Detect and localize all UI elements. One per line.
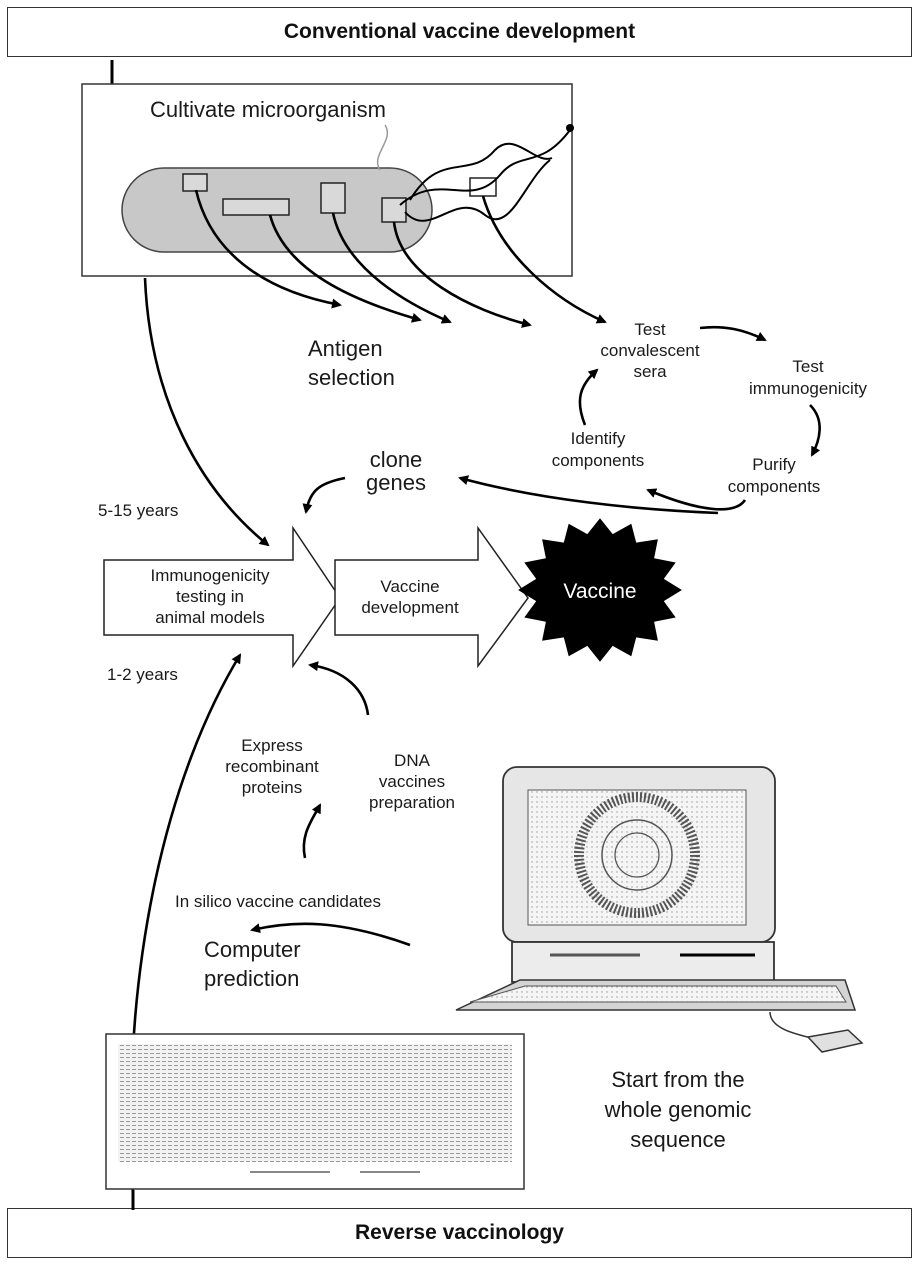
step-immunogenicity-arrow xyxy=(103,525,341,669)
antigen-arrows xyxy=(194,189,607,328)
evaluation-cycle: Test convalescent sera Test immunogenici… xyxy=(458,320,868,515)
genome-start-1: Start from the xyxy=(611,1067,744,1092)
pipeline: Immunogenicity testing in animal models … xyxy=(103,518,682,669)
duration-reverse: 1-2 years xyxy=(107,665,178,684)
vaccine-label: Vaccine xyxy=(563,580,636,603)
identify-1: Identify xyxy=(571,429,626,448)
step1-line1: Immunogenicity xyxy=(150,566,270,585)
computer-icon xyxy=(455,766,864,1053)
reverse-banner: Reverse vaccinology xyxy=(7,1208,912,1258)
step1-line2: testing in xyxy=(176,587,244,606)
purify-1: Purify xyxy=(752,455,796,474)
conventional-banner: Conventional vaccine development xyxy=(7,7,912,57)
clone-line2: genes xyxy=(366,470,426,495)
express-2: recombinant xyxy=(225,757,319,776)
cultivate-panel: Cultivate microorganism xyxy=(81,83,574,277)
test-sera-2: convalescent xyxy=(600,341,700,360)
test-sera-3: sera xyxy=(633,362,667,381)
antigen-line2: selection xyxy=(308,365,395,390)
test-immuno-2: immunogenicity xyxy=(749,379,868,398)
step2-line2: development xyxy=(361,598,459,617)
step2-line1: Vaccine xyxy=(380,577,439,596)
in-silico-label: In silico vaccine candidates xyxy=(175,892,381,911)
genome-sequence-printout xyxy=(105,1033,525,1190)
express-3: proteins xyxy=(242,778,302,797)
antigen-line1: Antigen xyxy=(308,336,383,361)
genome-start-3: sequence xyxy=(630,1127,725,1152)
step-development-arrow xyxy=(334,525,529,669)
prediction-1: Computer xyxy=(204,937,301,962)
step1-line3: animal models xyxy=(155,608,265,627)
reverse-title: Reverse vaccinology xyxy=(355,1221,564,1244)
purify-2: components xyxy=(728,477,821,496)
dna-2: vaccines xyxy=(379,772,445,791)
dna-3: preparation xyxy=(369,793,455,812)
conventional-title: Conventional vaccine development xyxy=(283,20,636,43)
genome-start-2: whole genomic xyxy=(604,1097,752,1122)
prediction-2: prediction xyxy=(204,966,299,991)
cultivate-label: Cultivate microorganism xyxy=(150,97,386,122)
test-sera-1: Test xyxy=(634,320,665,339)
test-immuno-1: Test xyxy=(792,357,823,376)
vaccine-starburst xyxy=(518,518,682,662)
dna-1: DNA xyxy=(394,751,431,770)
bacterium-icon xyxy=(121,124,574,253)
express-1: Express xyxy=(241,736,302,755)
clone-line1: clone xyxy=(370,447,423,472)
identify-2: components xyxy=(552,451,645,470)
duration-conventional: 5-15 years xyxy=(98,501,178,520)
